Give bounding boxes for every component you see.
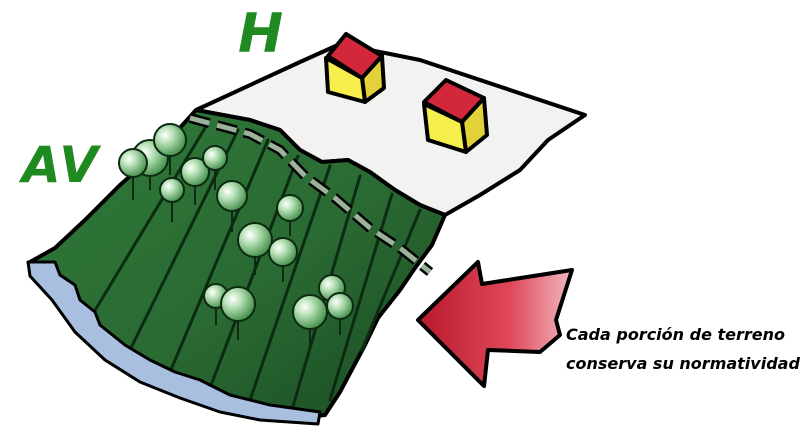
tree-icon (237, 222, 273, 275)
trees (118, 123, 354, 345)
green-area-label: AV (22, 136, 100, 194)
tree-icon (326, 292, 354, 335)
tree-icon (220, 286, 256, 340)
river-icon (26, 260, 322, 426)
tree-icon (292, 294, 328, 345)
arrow-right-icon (416, 260, 574, 388)
tree-icon (180, 157, 210, 205)
tree-icon (216, 180, 248, 232)
tree-icon (276, 194, 304, 236)
caption: Cada porción de terreno conserva su norm… (566, 320, 800, 378)
tree-icon (159, 177, 185, 222)
house-icon (422, 78, 489, 154)
tree-icon (153, 123, 187, 175)
tree-icon (118, 148, 148, 200)
tree-icon (268, 237, 298, 282)
caption-line-2: conserva su normatividad (566, 354, 800, 373)
caption-line-1: Cada porción de terreno (566, 325, 786, 344)
tree-icon (202, 145, 228, 190)
house-icon (324, 32, 386, 104)
housing-label: H (238, 2, 284, 65)
